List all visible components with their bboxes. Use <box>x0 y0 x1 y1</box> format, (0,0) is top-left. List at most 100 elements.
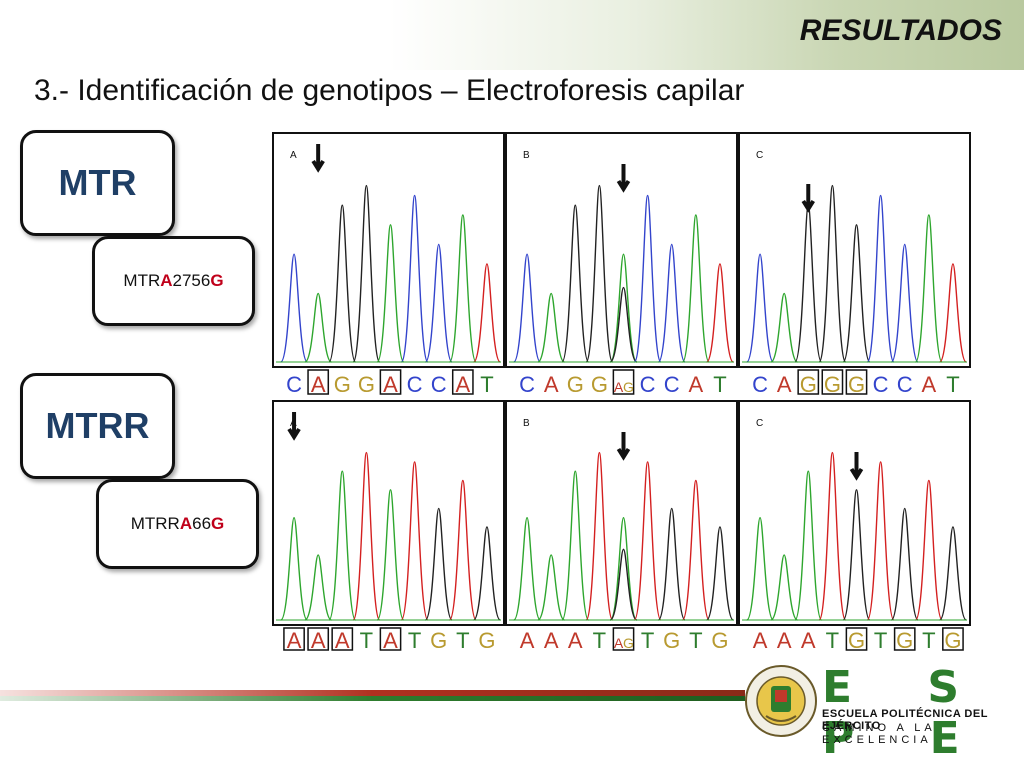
variant-highlight-box <box>379 627 402 651</box>
variant-highlight-box <box>612 627 635 651</box>
trace-peak <box>681 214 710 363</box>
variant-highlight-box <box>893 627 916 651</box>
variant-box-mtrr: MTRRA66G <box>96 479 259 569</box>
sequence-base: A <box>568 628 583 653</box>
variant-highlight-box <box>845 627 868 651</box>
sequence-base: A <box>383 372 398 397</box>
trace-peak <box>376 224 405 363</box>
trace-peak <box>585 451 614 621</box>
sequence-base: G <box>824 372 841 397</box>
sequence-base: G <box>430 628 447 653</box>
sequence-base: A <box>287 628 302 653</box>
sequence-base: G <box>944 628 961 653</box>
trace-peak <box>609 286 638 363</box>
trace-peak <box>770 292 799 363</box>
trace-peak <box>352 184 381 363</box>
trace-peak <box>939 263 967 363</box>
sequence-base: C <box>664 372 680 397</box>
trace-peak <box>890 243 919 363</box>
variant-highlight-box <box>845 369 868 395</box>
variant-highlight-box <box>379 369 402 395</box>
sequence-base: G <box>848 372 865 397</box>
panel-label: C <box>756 418 763 429</box>
sequence-base: C <box>286 372 302 397</box>
sequence-base: T <box>593 628 606 653</box>
sequence-base: A <box>311 372 326 397</box>
trace-peak <box>473 263 501 363</box>
gene-name: MTRR <box>45 405 150 446</box>
sequence-base: A <box>921 372 936 397</box>
institution-name: ESCUELA POLITÉCNICA DEL EJÉRCITO <box>822 708 988 732</box>
trace-peak <box>681 479 710 621</box>
espe-letters: E S P E <box>822 662 990 764</box>
trace-peak <box>746 516 774 621</box>
trace-peak <box>513 516 541 621</box>
trace-peak <box>513 253 541 363</box>
sequence-base: G <box>591 372 608 397</box>
sequence-base: G <box>623 635 634 651</box>
sequence-base: C <box>640 372 656 397</box>
trace-peak <box>609 548 638 621</box>
espe-seal-icon <box>745 665 817 737</box>
sequence-base: A <box>688 372 703 397</box>
sequence-base: T <box>922 628 935 653</box>
trace-peak <box>633 461 662 621</box>
trace-peak <box>866 461 895 621</box>
trace-peak <box>609 516 638 621</box>
trace-peak <box>706 263 734 363</box>
sequence-base: A <box>383 628 398 653</box>
trace-peak <box>473 526 501 621</box>
variant-highlight-box <box>451 369 474 395</box>
trace-peak <box>657 507 686 621</box>
variant-label: MTRRA66G <box>130 514 225 533</box>
trace-peak <box>328 470 357 621</box>
sequence-base: A <box>544 628 559 653</box>
variant-label: MTRA2756G <box>123 271 224 290</box>
sequence-base: A <box>801 628 816 653</box>
variant-highlight-box <box>283 627 305 651</box>
sequence-base: C <box>407 372 423 397</box>
trace-peak <box>746 253 774 363</box>
trace-peak <box>818 451 847 621</box>
sequence-base: C <box>752 372 768 397</box>
sequence-base: T <box>713 372 726 397</box>
trace-peak <box>448 214 477 363</box>
trace-peak <box>400 461 429 621</box>
arrow-down-icon <box>311 144 325 173</box>
sequence-base: G <box>800 372 817 397</box>
sequence-base: G <box>711 628 728 653</box>
arrow-down-icon <box>616 432 631 461</box>
arrow-down-icon <box>801 184 815 213</box>
trace-peak <box>657 243 686 363</box>
header-band <box>0 0 1024 70</box>
sequence-base: T <box>360 628 373 653</box>
espe-logo: E S P E ESCUELA POLITÉCNICA DEL EJÉRCITO… <box>740 660 1024 768</box>
trace-peak <box>842 224 871 363</box>
sequence-base: C <box>519 372 535 397</box>
sequence-base: G <box>848 628 865 653</box>
variant-highlight-box <box>797 369 820 395</box>
trace-peak <box>914 214 943 363</box>
sequence-base: G <box>663 628 680 653</box>
panel-label: A <box>290 150 297 161</box>
trace-peak <box>706 526 734 621</box>
trace-peak <box>328 204 357 363</box>
arrow-down-icon <box>849 452 864 481</box>
sequence-base: A <box>777 372 792 397</box>
sequence-base: G <box>623 379 634 395</box>
sequence-base: A <box>777 628 792 653</box>
variant-highlight-box <box>307 369 330 395</box>
sequence-base: A <box>544 372 559 397</box>
gene-box-mtr: MTR <box>20 130 175 236</box>
sequence-base: C <box>431 372 447 397</box>
trace-peak <box>561 470 590 621</box>
sequence-base: G <box>358 372 375 397</box>
sequence-base: G <box>334 372 351 397</box>
trace-peak <box>866 194 895 363</box>
trace-peak <box>585 184 614 363</box>
sequence-base: T <box>641 628 654 653</box>
trace-peak <box>352 451 381 621</box>
